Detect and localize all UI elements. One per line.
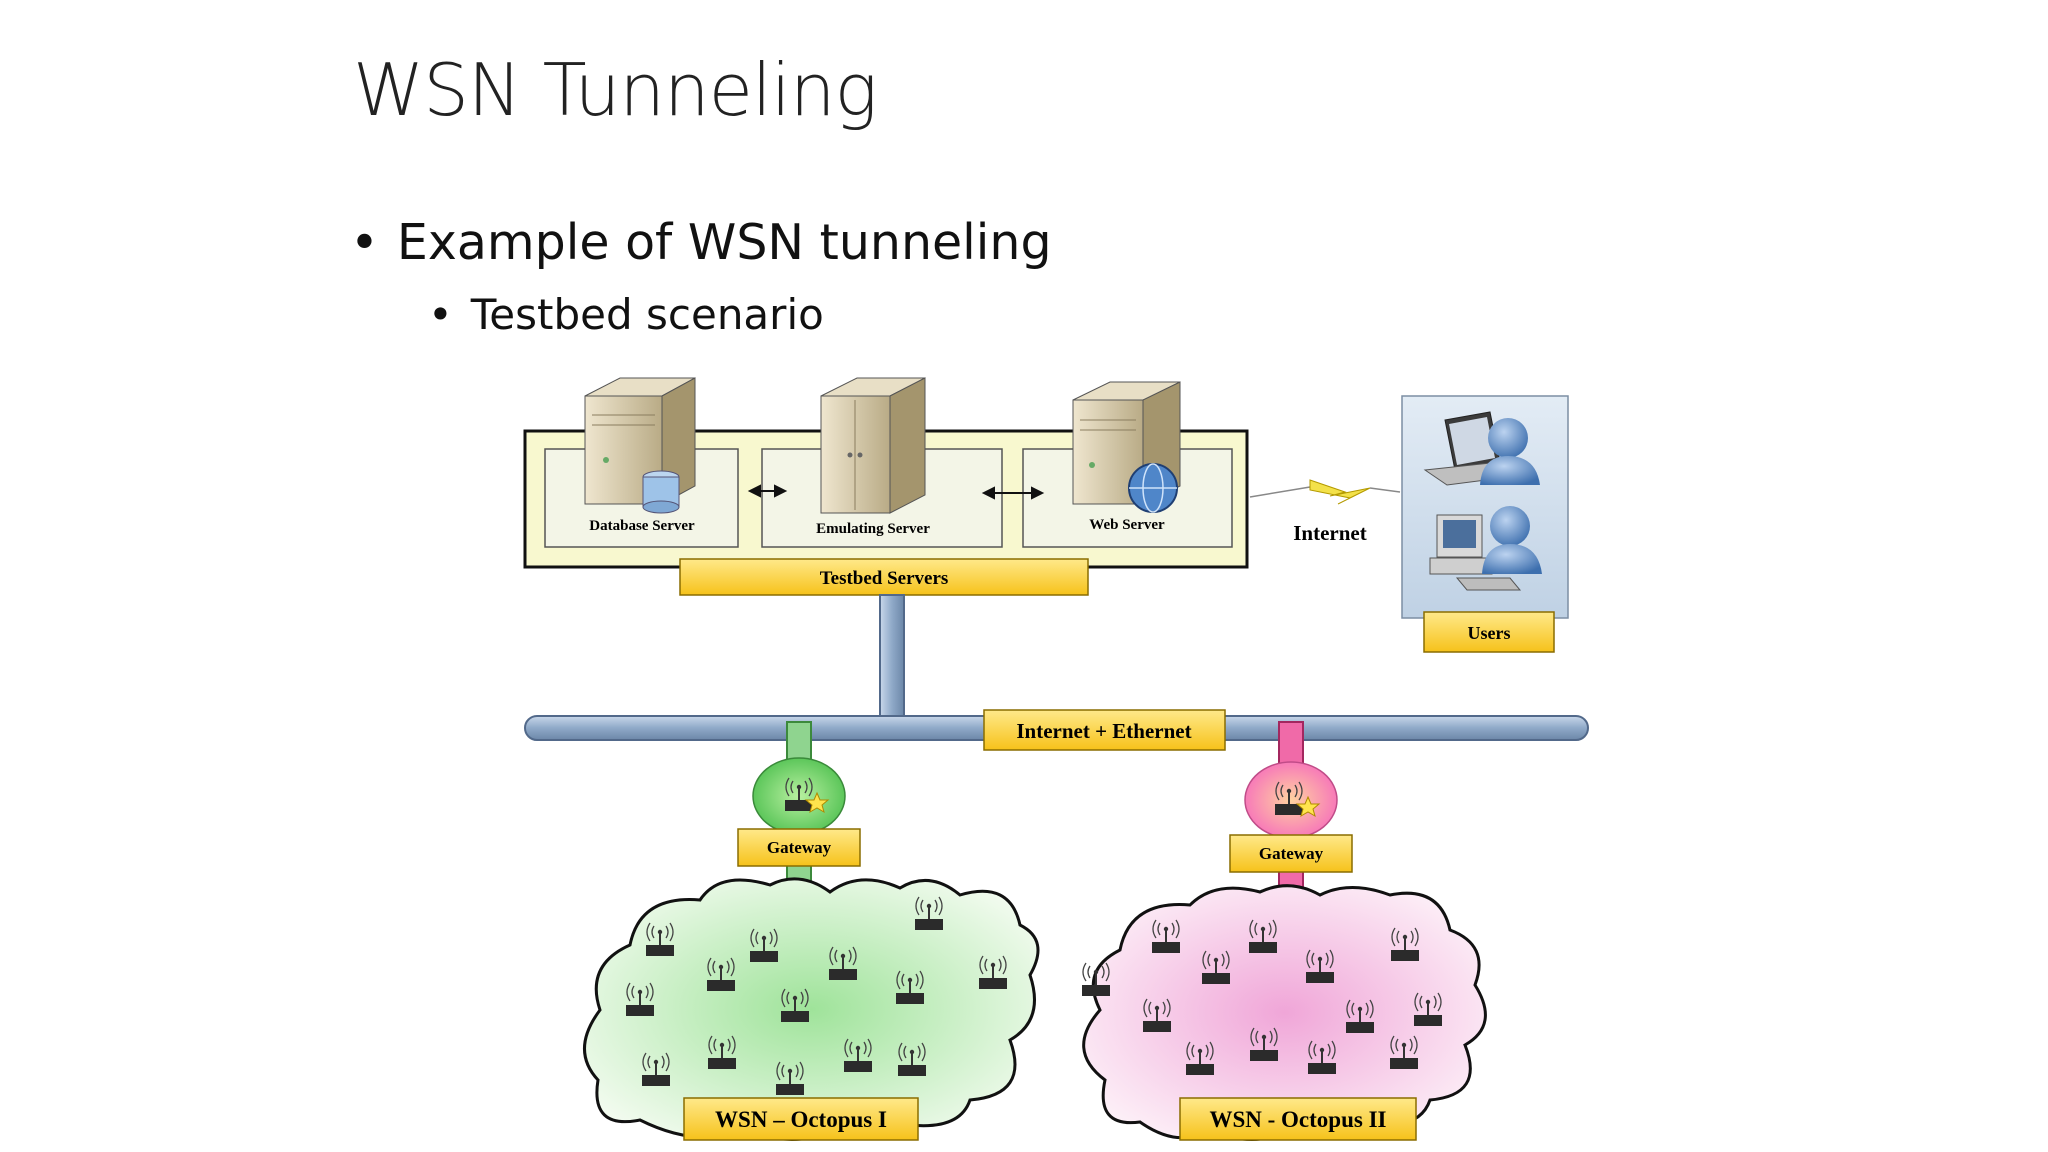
- web-server-label: Web Server: [1089, 517, 1165, 533]
- wsn-octopus-1-label-box: [683, 1097, 919, 1141]
- user-icon: [1482, 506, 1542, 574]
- internet-ethernet-label: Internet + Ethernet: [1016, 719, 1191, 743]
- emulating-server-icon: [820, 377, 926, 514]
- wsn-octopus-2-label-box: [1179, 1097, 1417, 1141]
- desktop-computer-icon: [1429, 514, 1522, 591]
- database-server-icon: [584, 377, 696, 514]
- internet-label: Internet: [1293, 521, 1366, 545]
- bullet-1-text: Example of WSN tunneling: [396, 214, 1052, 271]
- internet-ethernet-label-box: [983, 709, 1226, 751]
- emulating-web-arrow: [981, 486, 1045, 500]
- slide-title: WSN Tunneling: [353, 48, 878, 132]
- wsn-octopus-2-label: WSN - Octopus II: [1209, 1107, 1386, 1132]
- gateway-right-label-box: [1229, 834, 1353, 873]
- testbed-servers-label-box: [679, 558, 1089, 596]
- user-icon: [1480, 418, 1540, 485]
- star-icon: [1295, 795, 1321, 818]
- db-emulating-arrow: [747, 484, 788, 498]
- web-server-icon: [1072, 381, 1181, 513]
- users-label: Users: [1468, 623, 1511, 643]
- laptop-icon: [1423, 411, 1527, 486]
- bullet-level-2: • Testbed scenario: [428, 290, 824, 339]
- bullet-2-text: Testbed scenario: [470, 290, 824, 339]
- internet-link: [1249, 479, 1401, 505]
- testbed-servers-label: Testbed Servers: [820, 568, 949, 589]
- star-icon: [804, 791, 830, 814]
- bullet-dot: •: [428, 290, 453, 339]
- bullet-level-1: • Example of WSN tunneling: [350, 214, 1052, 271]
- database-server-label: Database Server: [589, 518, 695, 534]
- servers-pipe: [879, 594, 905, 726]
- gateway-right-label: Gateway: [1259, 844, 1324, 863]
- wsn-octopus-1-label: WSN – Octopus I: [715, 1107, 887, 1132]
- gateway-left-label-box: [737, 828, 861, 867]
- emulating-server-label: Emulating Server: [816, 521, 930, 537]
- users-label-box: [1423, 611, 1555, 653]
- gateway-left-label: Gateway: [767, 838, 832, 857]
- bullet-dot: •: [350, 214, 379, 271]
- gateway-right-node: [1244, 761, 1338, 839]
